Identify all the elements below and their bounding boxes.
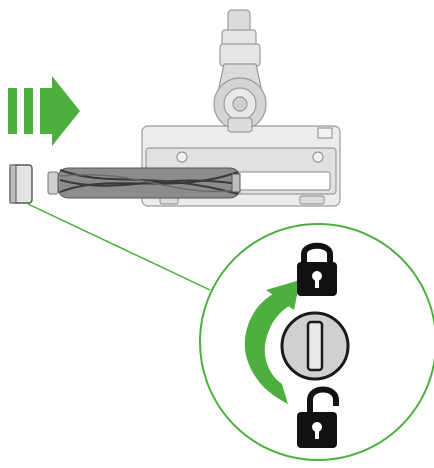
padlock-locked-icon	[297, 242, 337, 296]
rotate-arrow-icon	[244, 280, 300, 404]
brush-bar-end-cap	[9, 164, 33, 204]
slotted-fastener-icon	[280, 311, 350, 381]
brush-bar-illustration	[47, 167, 241, 199]
push-direction-arrow-icon	[8, 76, 80, 146]
callout-leader-line	[27, 203, 211, 291]
padlock-unlocked-icon	[297, 386, 339, 448]
